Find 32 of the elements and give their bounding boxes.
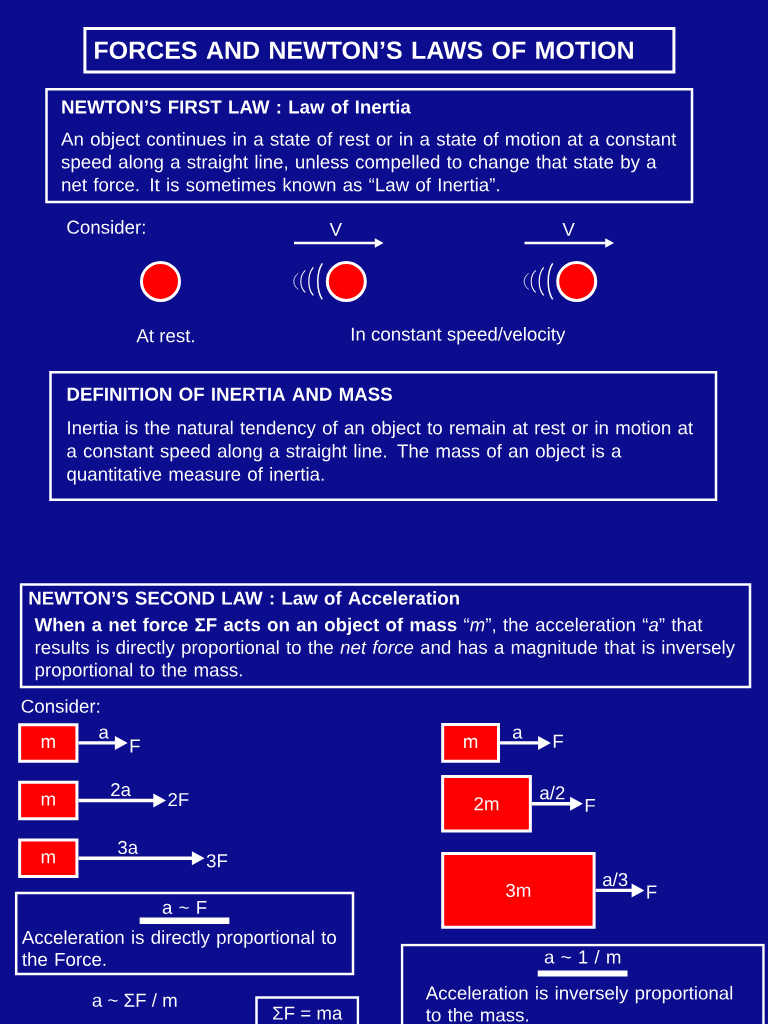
title-box: FORCES AND NEWTON’S LAWS OF MOTION	[83, 27, 676, 74]
velocity-label: V	[562, 222, 575, 236]
force-label: F	[647, 885, 657, 899]
text-box: DEFINITION OF INERTIA AND MASS Inertia is the natural tendency of an object to remain at rest or in motion at a constant speed along a straight line. The mass of an object is a quantitative measure of inertia.	[49, 371, 718, 502]
mass-block: m	[18, 838, 79, 879]
text-box: NEWTON’S SECOND LAW : Law of Acceleration When a net force ΣF acts on an object of mass “m”, the acceleration “a” that results is directly proportional to the net force and has a magnitude that is inversely proportional to the mass.	[19, 583, 752, 689]
force-label: F	[585, 798, 595, 812]
edge-label: a	[99, 728, 109, 739]
edge-label: a	[513, 728, 523, 739]
caption-text: At rest.	[136, 329, 194, 343]
caption-text: In constant speed/velocity	[351, 327, 566, 345]
caption-text: Consider:	[67, 220, 145, 234]
force-label: F	[553, 734, 563, 748]
mass-block: m	[441, 723, 500, 763]
mass-block: 3m	[441, 852, 596, 929]
formula-box: a ~ 1 / m Acceleration is inversely proportional to the mass.	[400, 943, 765, 1024]
velocity-label: V	[329, 222, 342, 236]
mass-block: 2m	[441, 775, 532, 833]
text-box: NEWTON’S FIRST LAW : Law of Inertia An object continues in a state of rest or in a state of motion at a constant speed along a straight line, unless compelled to change that state by a net force. It is sometimes known as “Law of Inertia”.	[45, 88, 694, 204]
edge-label: a/2	[540, 785, 565, 800]
formula-box: ΣF = ma	[255, 996, 360, 1024]
mass-block: m	[18, 780, 79, 821]
mass-block: m	[18, 723, 79, 763]
force-label: 2F	[168, 793, 189, 806]
formula-text: a ~ ΣF / m	[92, 993, 177, 1007]
formula-box: a ~ F Acceleration is directly proportional to the Force.	[14, 891, 355, 976]
caption-text: Consider:	[21, 699, 100, 713]
edge-label: a/3	[603, 872, 628, 887]
edge-label: 3a	[118, 840, 139, 855]
edge-label: 2a	[111, 783, 131, 797]
force-label: 3F	[206, 854, 228, 868]
force-label: F	[130, 739, 140, 753]
